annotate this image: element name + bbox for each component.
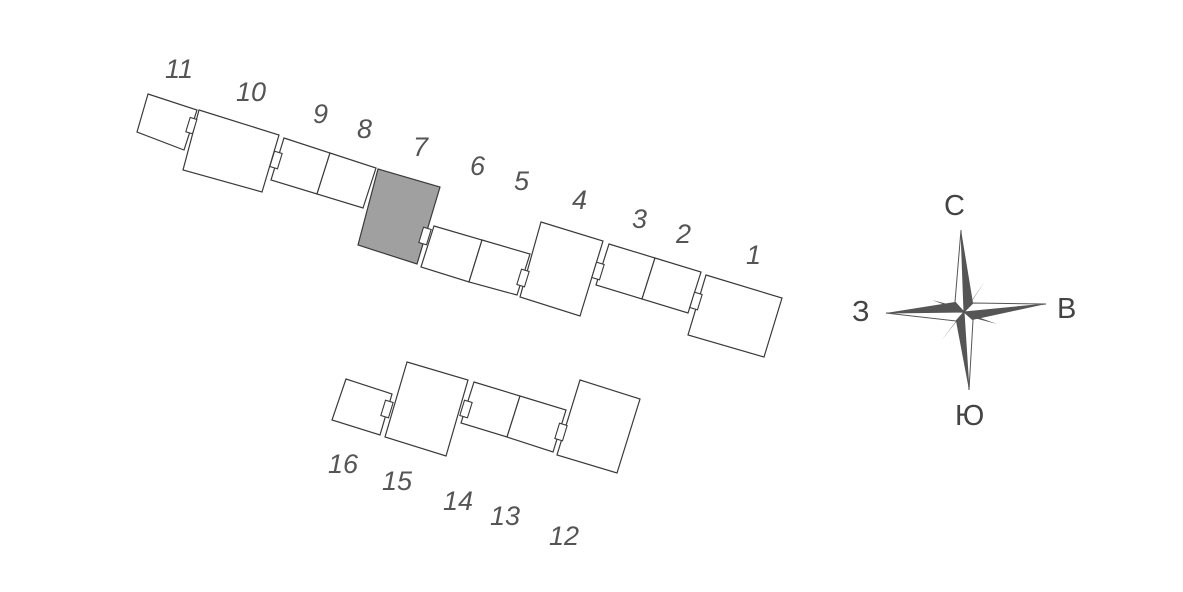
section-label-1: 1 <box>746 240 761 270</box>
section-label-12: 12 <box>549 521 579 551</box>
compass-point-east-dark <box>964 304 1046 320</box>
section-15[interactable] <box>384 361 469 457</box>
section-4[interactable] <box>519 221 604 317</box>
section-label-8: 8 <box>357 114 372 144</box>
section-16[interactable] <box>331 378 393 436</box>
connector <box>380 399 394 419</box>
section-5[interactable] <box>468 239 531 296</box>
connector <box>689 291 703 311</box>
compass-east-label: В <box>1057 293 1076 325</box>
connector <box>185 116 198 135</box>
section-label-2: 2 <box>675 219 691 249</box>
section-11[interactable] <box>136 93 198 151</box>
section-13[interactable] <box>506 395 567 453</box>
connector <box>459 399 473 419</box>
section-10[interactable] <box>182 109 280 193</box>
section-label-10: 10 <box>236 77 266 107</box>
connector <box>418 226 432 246</box>
section-label-5: 5 <box>514 166 530 196</box>
compass-north-label: С <box>944 190 965 222</box>
compass-south-label: Ю <box>955 400 984 432</box>
section-12[interactable] <box>556 379 641 474</box>
connector <box>269 150 283 170</box>
compass-rose-icon <box>885 229 1047 391</box>
section-label-16: 16 <box>328 449 359 479</box>
section-1[interactable] <box>687 274 783 358</box>
compass-point-west-light <box>885 311 966 322</box>
section-label-15: 15 <box>382 466 413 496</box>
section-label-6: 6 <box>470 151 486 181</box>
section-label-3: 3 <box>632 204 647 234</box>
section-label-4: 4 <box>572 185 587 215</box>
section-label-7: 7 <box>413 132 429 162</box>
compass-point-north-dark <box>961 230 973 312</box>
connector <box>516 268 530 288</box>
compass-point-west-dark <box>886 302 964 313</box>
section-label-13: 13 <box>490 501 520 531</box>
connector <box>591 261 605 281</box>
section-label-11: 11 <box>165 54 193 84</box>
connector <box>554 422 568 442</box>
compass-point-south-dark <box>956 312 969 390</box>
section-label-14: 14 <box>443 486 473 516</box>
compass-west-label: З <box>852 296 870 328</box>
section-label-9: 9 <box>313 99 328 129</box>
section-8[interactable] <box>316 152 377 209</box>
section-2[interactable] <box>641 257 702 314</box>
